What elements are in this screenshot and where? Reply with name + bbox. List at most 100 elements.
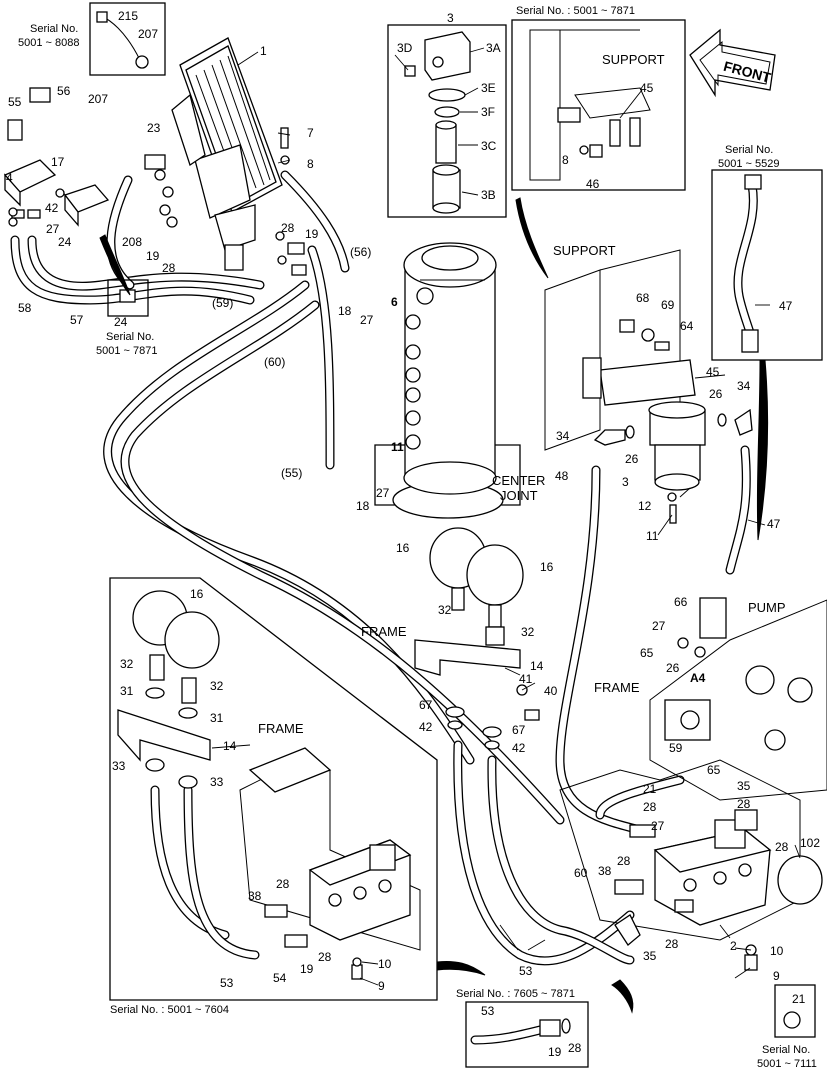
callout: 7 xyxy=(307,126,314,140)
serial-note: Serial No. : 7605 ~ 7871 xyxy=(456,988,575,1000)
inset-box-left xyxy=(109,577,438,1001)
callout: 23 xyxy=(147,121,161,135)
serial-note: 5001 ~ 8088 xyxy=(18,37,79,49)
callout: 32 xyxy=(438,603,452,617)
callout: 32 xyxy=(120,657,134,671)
callout: 38 xyxy=(248,889,262,903)
callout: 28 xyxy=(643,800,657,814)
callout: 38 xyxy=(598,864,612,878)
callout: 3 xyxy=(447,11,454,25)
callout: 26 xyxy=(709,387,723,401)
callout: 59 xyxy=(669,741,683,755)
callout: 8 xyxy=(562,153,569,167)
callout: (60) xyxy=(264,355,285,369)
callout: 3F xyxy=(481,105,495,119)
callout: 19 xyxy=(146,249,160,263)
callout: 3E xyxy=(481,81,496,95)
callout: 28 xyxy=(318,950,332,964)
label-port-a4: A4 xyxy=(690,671,706,685)
label-center-joint: CENTER xyxy=(492,473,545,488)
callout: 53 xyxy=(519,964,533,978)
callout: 24 xyxy=(58,235,72,249)
accumulators-center xyxy=(414,527,540,750)
callout: 24 xyxy=(114,315,128,329)
serial-note: Serial No. xyxy=(106,331,154,343)
pump xyxy=(649,597,827,801)
callout: 28 xyxy=(276,877,290,891)
callout: 31 xyxy=(210,711,224,725)
callout: 46 xyxy=(586,177,600,191)
inset-box-207 xyxy=(89,2,166,76)
callout: 18 xyxy=(356,499,370,513)
callout: 27 xyxy=(46,222,60,236)
label-frame: FRAME xyxy=(594,680,640,695)
callout: 28 xyxy=(617,854,631,868)
callout: 53 xyxy=(481,1004,495,1018)
pedal-valve-assembly xyxy=(144,37,307,276)
callout: 3D xyxy=(397,41,413,55)
callout: (56) xyxy=(350,245,371,259)
label-pump: PUMP xyxy=(748,600,786,615)
label-frame: FRAME xyxy=(361,624,407,639)
callout: 33 xyxy=(112,759,126,773)
callout: 28 xyxy=(568,1041,582,1055)
serial-note: Serial No. xyxy=(762,1044,810,1056)
arrow-swoosh xyxy=(436,960,486,976)
callout: 65 xyxy=(640,646,654,660)
tee-block-assembly xyxy=(3,87,110,227)
callout: 55 xyxy=(8,95,22,109)
callout: (59) xyxy=(212,296,233,310)
serial-note: Serial No. : 5001 ~ 7871 xyxy=(516,5,635,17)
callout: 67 xyxy=(512,723,526,737)
callout: 8 xyxy=(307,157,314,171)
callout: 54 xyxy=(273,971,287,985)
callout: 41 xyxy=(519,672,533,686)
inset-box-bottom xyxy=(465,1001,589,1068)
callout: 32 xyxy=(521,625,535,639)
callout: 215 xyxy=(118,9,138,23)
label-support: SUPPORT xyxy=(602,52,665,67)
relief-valve-exploded xyxy=(387,24,507,218)
callout: 28 xyxy=(665,937,679,951)
callout: 64 xyxy=(680,319,694,333)
callout: 6 xyxy=(391,295,398,309)
callout: 19 xyxy=(300,962,314,976)
callout: 34 xyxy=(556,429,570,443)
label-support: SUPPORT xyxy=(553,243,616,258)
label-frame: FRAME xyxy=(258,721,304,736)
hose-47-box xyxy=(711,169,823,361)
callout: 14 xyxy=(223,739,237,753)
callout: 35 xyxy=(737,779,751,793)
callout: 28 xyxy=(162,261,176,275)
leader-lines xyxy=(211,47,801,986)
callout: 19 xyxy=(548,1045,562,1059)
callout: 65 xyxy=(707,763,721,777)
callout: 42 xyxy=(45,201,59,215)
callout: 11 xyxy=(646,529,659,543)
arrow-swoosh xyxy=(99,234,131,296)
inset-box-24 xyxy=(107,279,149,317)
part-callouts: 1 3 3A 3D 3E 3F 3C 3B 7 8 215 207 207 55… xyxy=(6,9,820,1059)
callout: 28 xyxy=(281,221,295,235)
callout: 48 xyxy=(555,469,569,483)
callout: 102 xyxy=(800,836,820,850)
callout: 19 xyxy=(305,227,319,241)
arrow-swoosh xyxy=(515,197,549,279)
callout: 45 xyxy=(706,365,720,379)
callout: 2 xyxy=(730,939,737,953)
callout: 16 xyxy=(540,560,554,574)
serial-notes: Serial No. 5001 ~ 8088 Serial No. : 5001… xyxy=(18,5,817,1070)
callout: 18 xyxy=(338,304,352,318)
callout: 3A xyxy=(486,41,501,55)
callout: 10 xyxy=(378,957,392,971)
callout: 27 xyxy=(360,313,374,327)
callout: 42 xyxy=(512,741,526,755)
callout: 33 xyxy=(210,775,224,789)
callout: 21 xyxy=(792,992,806,1006)
serial-note: 5001 ~ 7871 xyxy=(96,345,157,357)
inset-box-21 xyxy=(774,984,816,1038)
callout: 53 xyxy=(220,976,234,990)
callout: (55) xyxy=(281,466,302,480)
label-center-joint: JOINT xyxy=(500,488,538,503)
